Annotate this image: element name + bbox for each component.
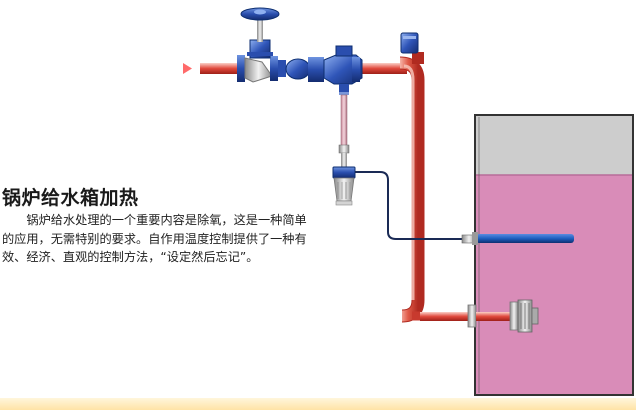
globe-valve — [237, 7, 280, 83]
steam-sparger — [476, 299, 539, 333]
capillary-tube — [355, 171, 465, 240]
sensor-wall-fitting — [472, 232, 478, 245]
tank-water — [475, 175, 633, 395]
strainer — [278, 57, 324, 82]
diagram-description: 锅炉给水处理的一个重要内容是除氧，这是一种简单的应用，无需特别的要求。自作用温度… — [2, 213, 307, 264]
bottom-bar — [0, 398, 636, 410]
control-valve — [323, 45, 363, 95]
tank — [474, 114, 634, 396]
temperature-setting-actuator — [332, 166, 356, 206]
vent-cap — [400, 32, 424, 64]
actuator-stem — [338, 94, 350, 167]
tank-air-space — [475, 115, 633, 175]
tank-wall — [474, 114, 634, 396]
diagram-title: 锅炉给水箱加热 — [2, 187, 139, 209]
steam-pipe — [200, 56, 475, 323]
temperature-sensor — [461, 234, 574, 244]
flow-arrow-icon — [183, 63, 192, 74]
inlet-flange — [467, 304, 477, 328]
